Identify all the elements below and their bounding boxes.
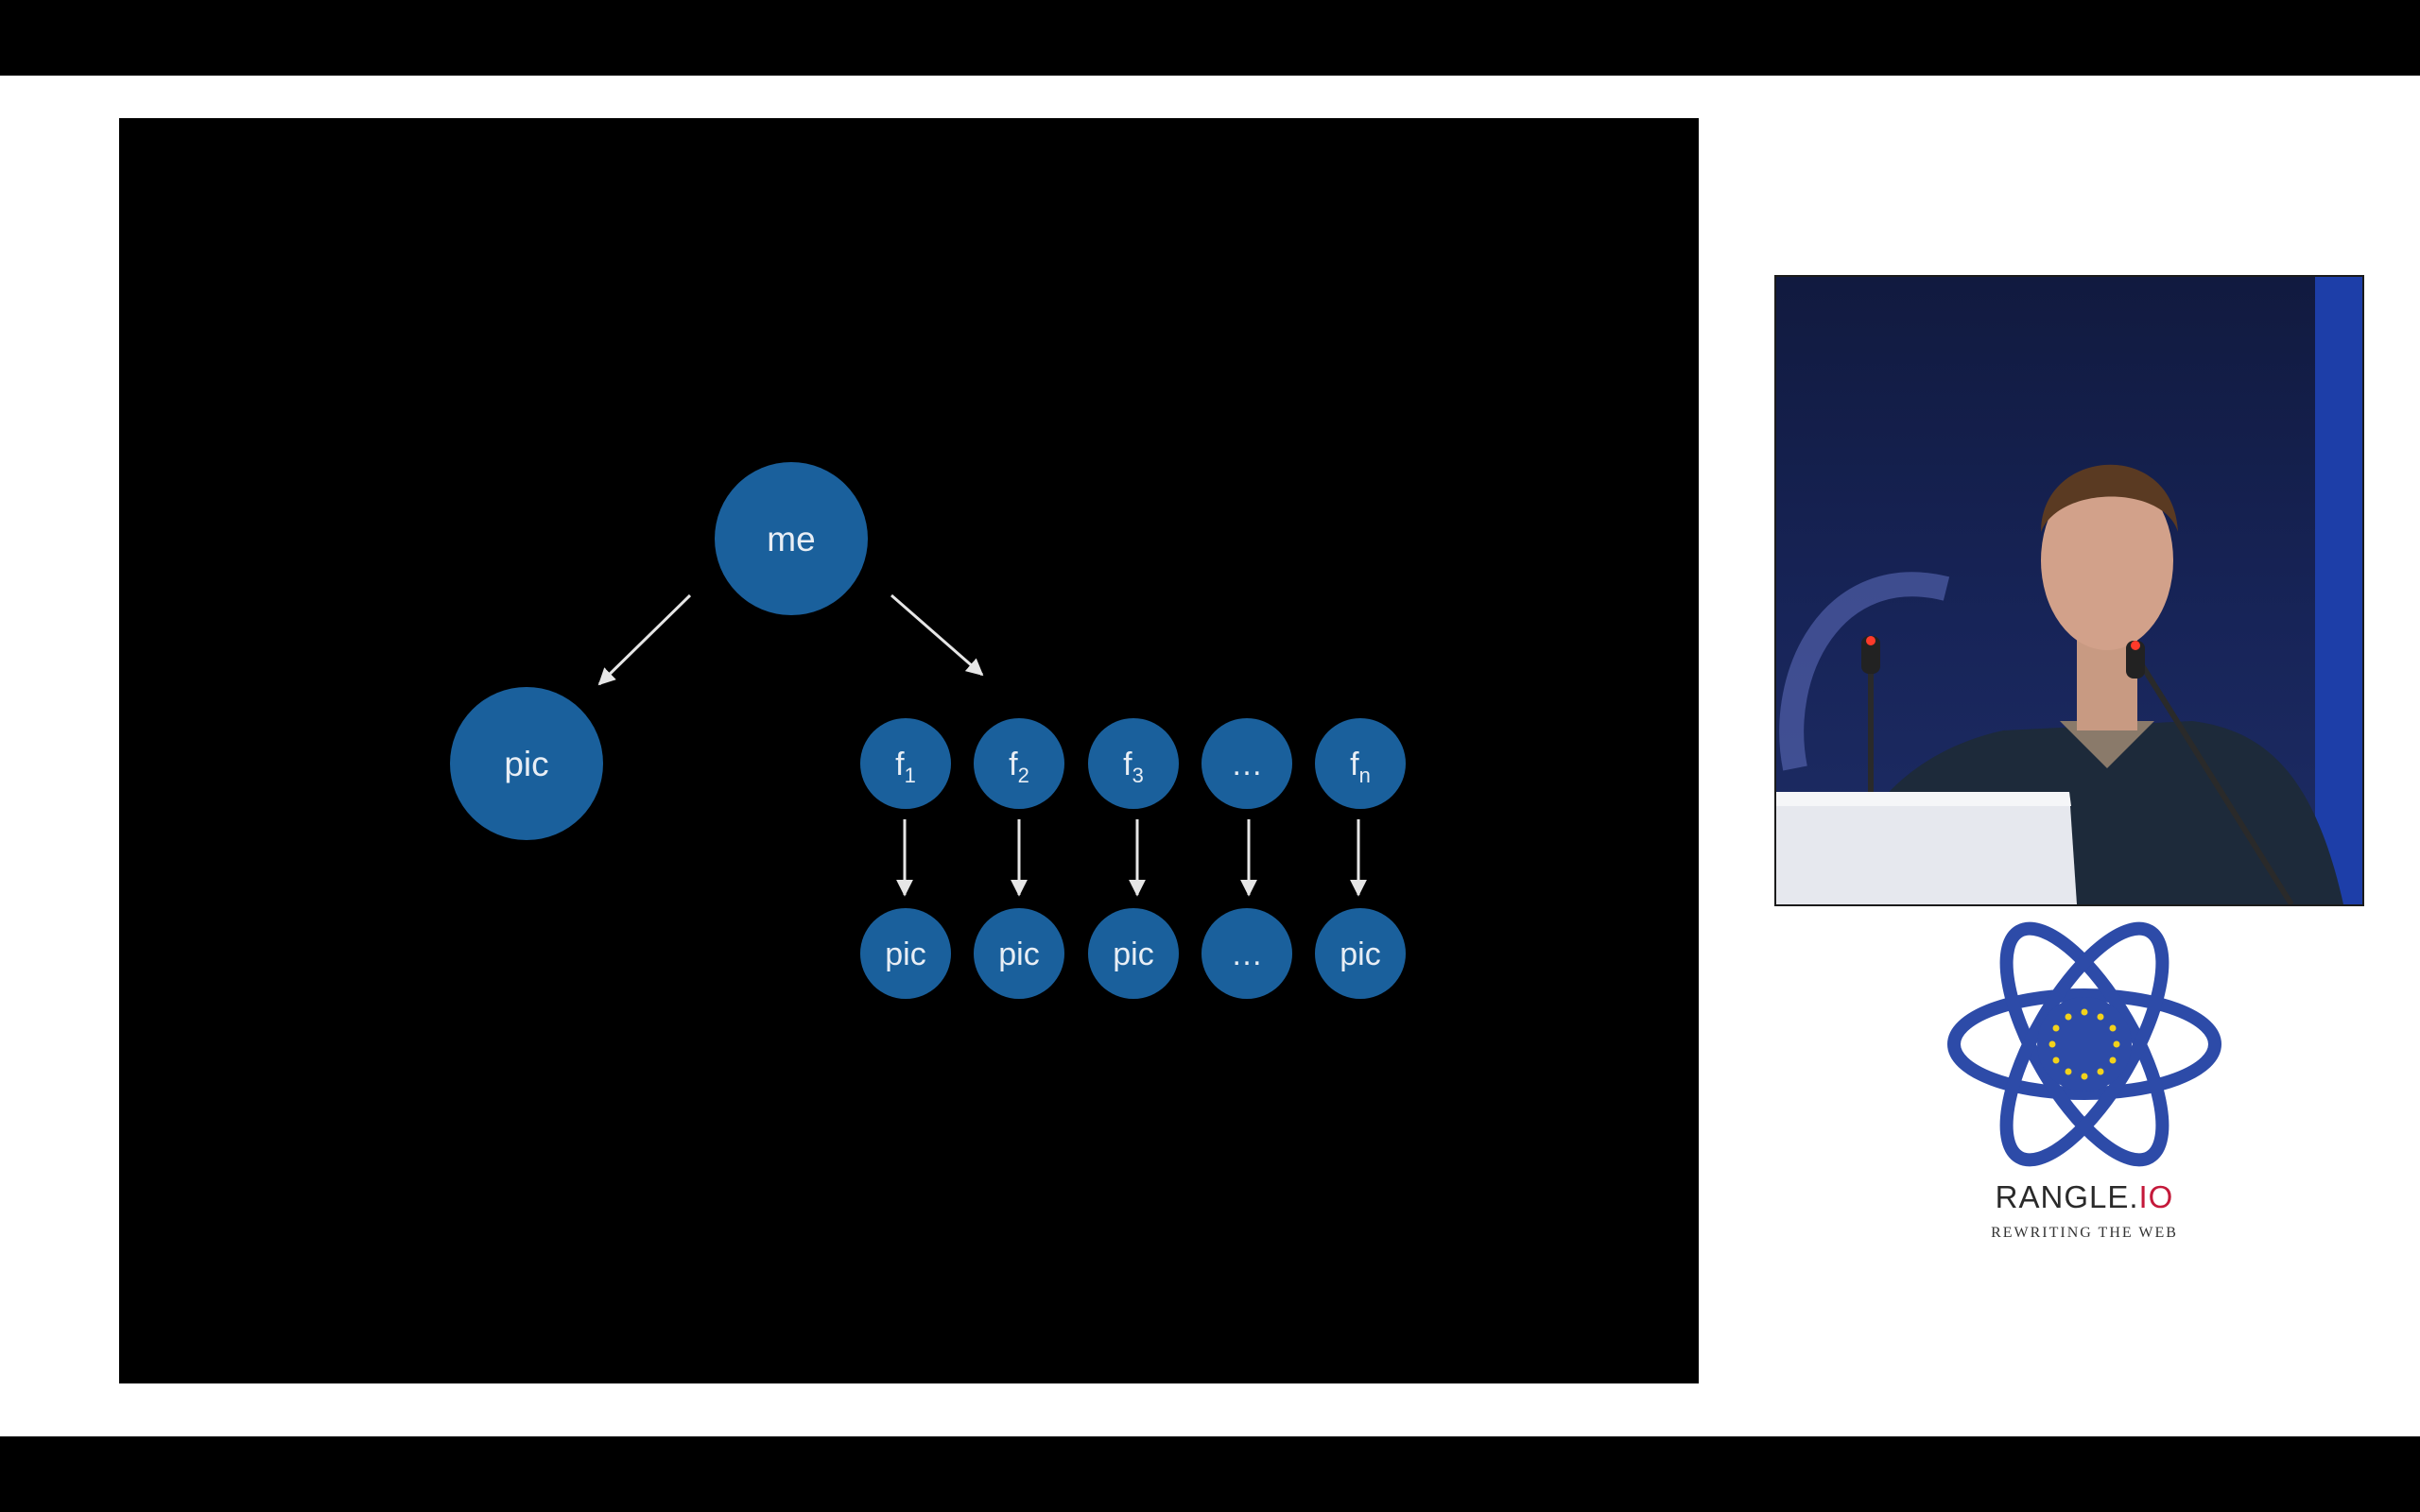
friend-pic-node: pic [860,908,951,999]
backdrop-stripe [2315,277,2362,904]
friend-node-label: f [1123,747,1132,782]
friend-node-label: f [895,747,905,782]
arrow-root-to-pic [597,593,692,686]
friend-node-label: … [1231,747,1263,782]
letterbox-bottom [0,1436,2420,1512]
tree-diagram: me pic f1 f2 f3 … fn [450,462,1406,999]
friend-pic-node-label: … [1231,936,1263,972]
friend-pic-node: pic [974,908,1064,999]
friend-pic-node-label: pic [998,936,1039,972]
eu-stars-icon [2048,1008,2120,1080]
brand-name: RANGLE. [1995,1179,2139,1214]
letterbox-top [0,0,2420,76]
svg-text:f2: f2 [1009,747,1029,787]
friend-pic-node: pic [1315,908,1406,999]
friend-node-subscript: 3 [1132,764,1144,787]
friend-node: f2 [974,718,1064,809]
microphone-icon [1861,636,1880,797]
friend-pic-node: pic [1088,908,1179,999]
svg-text:f1: f1 [895,747,916,787]
pic-node-left-label: pic [504,745,548,783]
friend-node-subscript: 1 [905,764,916,787]
friend-node-label: f [1350,747,1359,782]
microphone-icon [2126,641,2294,904]
rangle-logo [1947,921,2221,1167]
friend-node-subscript: 2 [1018,764,1029,787]
friend-pic-node-label: pic [1113,936,1153,972]
brand-accent: IO [2138,1179,2174,1214]
svg-text:…: … [1231,747,1263,782]
speaker-video [1774,275,2364,906]
friend-node: f3 [1088,718,1179,809]
friend-pic-node-label: pic [885,936,925,972]
sponsor-brand: RANGLE.IO [1928,1179,2240,1215]
pic-node-left: pic [450,687,603,840]
sponsor-tagline: REWRITING THE WEB [1991,1225,2178,1241]
presentation-slide: me pic f1 f2 f3 … fn [119,118,1699,1383]
arrow-root-to-friends [890,593,984,677]
friend-pic-node-label: pic [1340,936,1380,972]
friend-node: … [1201,718,1292,809]
friend-pic-node: … [1201,908,1292,999]
friend-node-label: f [1009,747,1018,782]
root-node-label: me [767,520,815,558]
svg-text:fn: fn [1350,747,1371,787]
friend-node: fn [1315,718,1406,809]
svg-text:f3: f3 [1123,747,1144,787]
backdrop-logo-arc [1779,572,1950,771]
laptop-icon [1776,792,2077,904]
friend-node: f1 [860,718,951,809]
speaker-video-frame [1776,277,2362,904]
friend-node-subscript: n [1359,764,1371,787]
root-node: me [715,462,868,615]
